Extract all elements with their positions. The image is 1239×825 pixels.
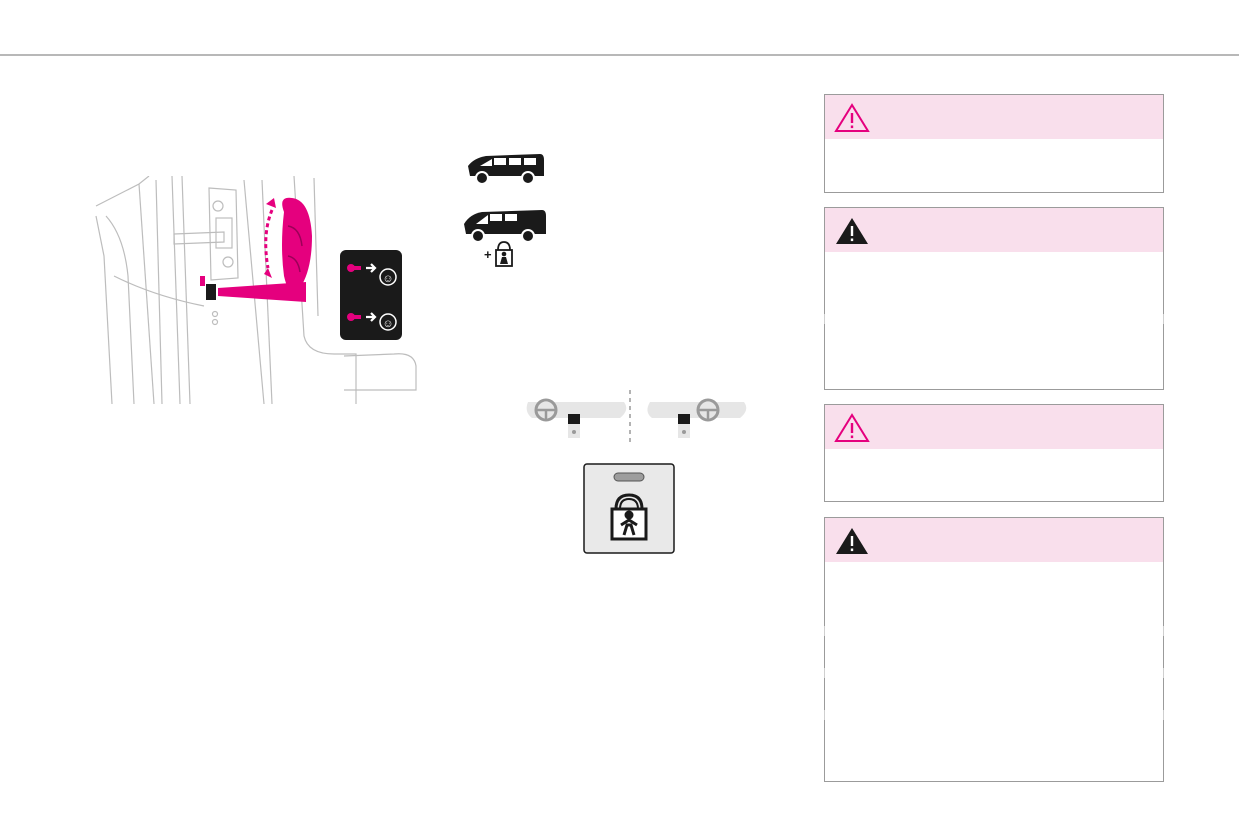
svg-text:☺: ☺ (382, 318, 393, 330)
margin-tick (824, 314, 825, 324)
danger-banner (825, 518, 1163, 562)
danger-box-2 (824, 517, 1164, 782)
margin-tick (824, 710, 825, 720)
child-lock-button-illustration (583, 463, 675, 554)
caution-box-1 (824, 94, 1164, 193)
danger-box-1 (824, 207, 1164, 390)
margin-tick (824, 668, 825, 678)
steering-console-diagram (526, 390, 747, 442)
van-short-icon (468, 154, 544, 185)
caution-banner (825, 95, 1163, 139)
warning-filled-icon (836, 528, 868, 554)
caution-box-2 (824, 404, 1164, 502)
van-with-child-lock-icon (464, 210, 546, 267)
warning-filled-icon (836, 218, 868, 244)
margin-tick (1163, 314, 1164, 324)
margin-tick (1163, 668, 1164, 678)
caution-banner (825, 405, 1163, 449)
margin-tick (1163, 626, 1164, 636)
svg-text:☺: ☺ (382, 273, 393, 285)
danger-banner (825, 208, 1163, 252)
warning-outline-icon (834, 103, 870, 132)
margin-tick (824, 626, 825, 636)
page-header-rule (0, 54, 1239, 56)
warning-outline-icon (834, 413, 870, 442)
door-latch-illustration: ☺ ☺ (95, 176, 417, 405)
margin-tick (1163, 710, 1164, 720)
plus-sign: + (484, 247, 492, 262)
